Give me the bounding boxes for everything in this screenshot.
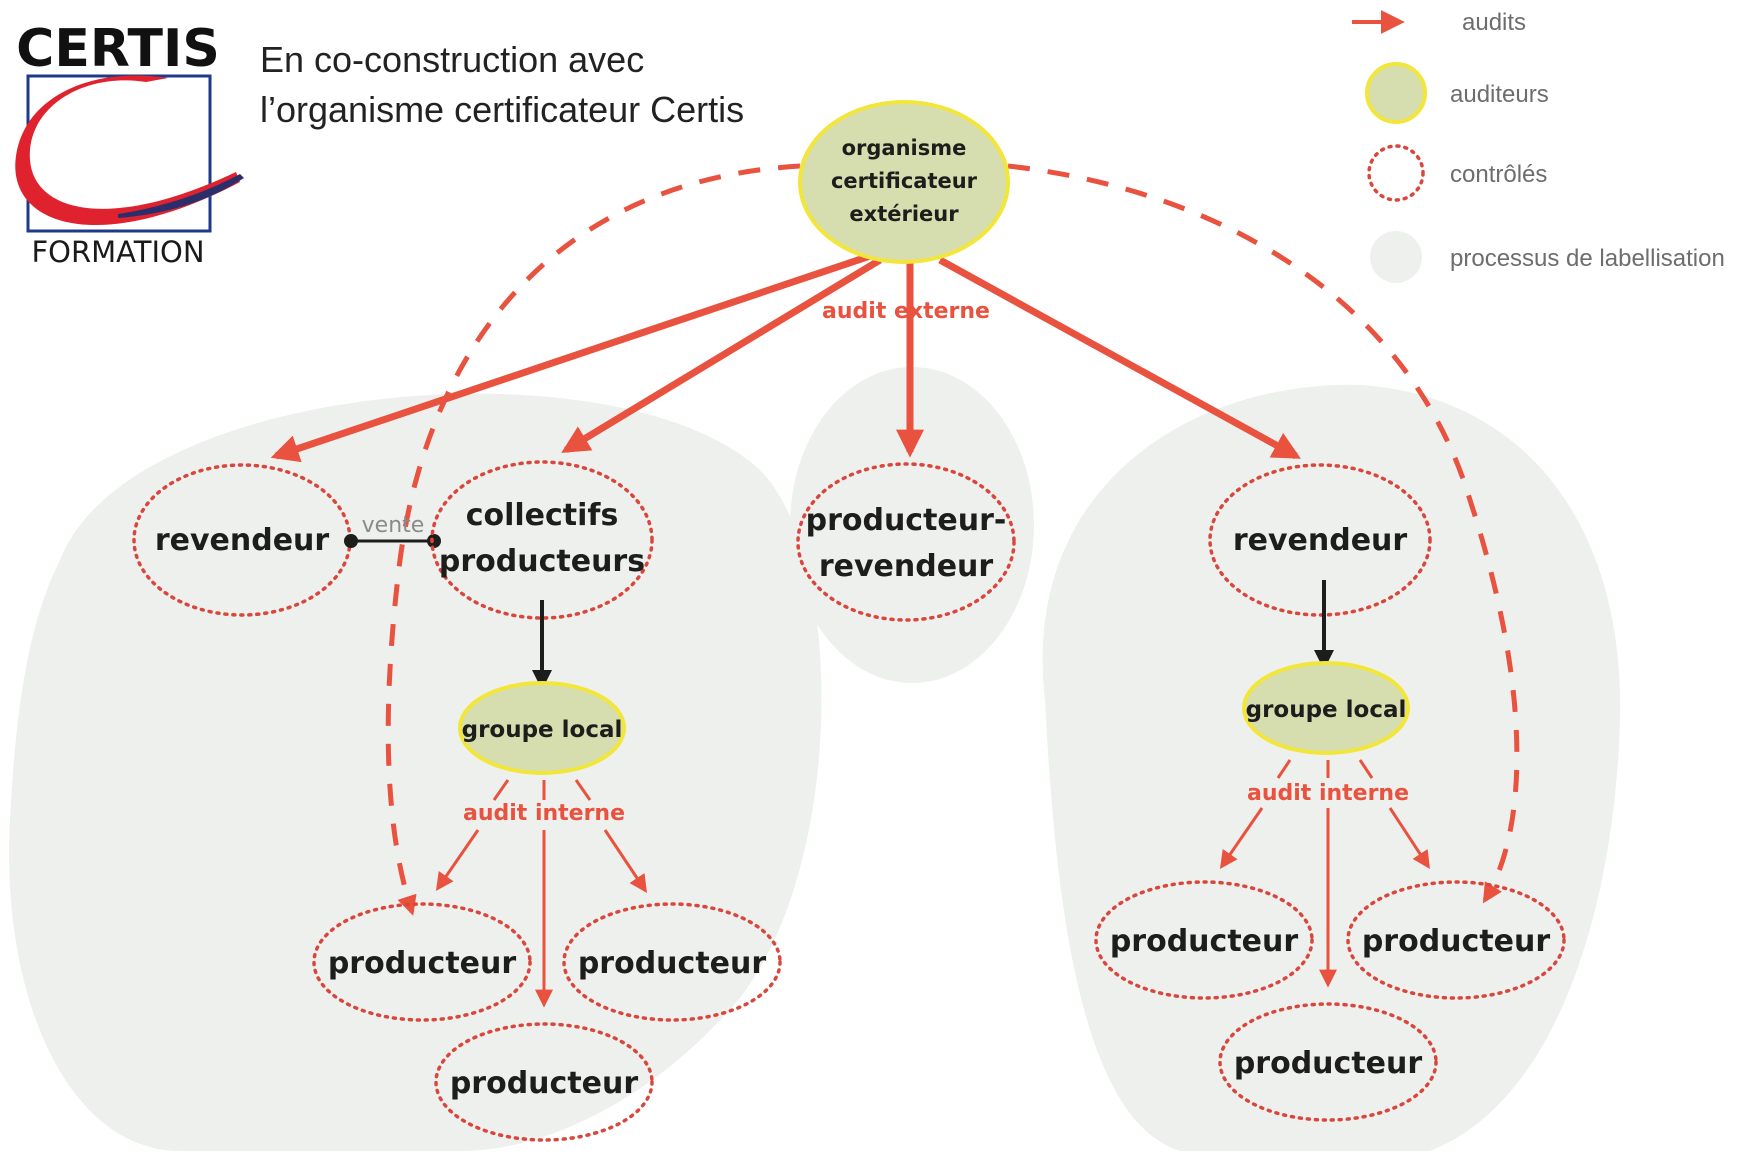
producer-left-3-ellipse xyxy=(434,1022,654,1142)
node-local-group-left: groupe local xyxy=(458,681,626,775)
producer-left-1-label: producteur xyxy=(328,946,517,981)
external-audit-label: audit externe xyxy=(822,299,990,324)
producer-left-1-ellipse xyxy=(312,902,532,1022)
node-producer-right-2: producteur xyxy=(1346,880,1566,1000)
external-audit-arrow-collectives xyxy=(561,257,882,453)
sale-link-dot-right xyxy=(427,534,441,548)
certifier-line-3: extérieur xyxy=(849,202,959,226)
legend-audits-label: audits xyxy=(1462,9,1526,36)
collectives-line-2: producteurs xyxy=(439,544,645,579)
legend-auditors-label: auditeurs xyxy=(1450,81,1549,108)
external-audit-arrow-reseller-right xyxy=(938,256,1301,460)
internal-audit-arrows-left xyxy=(435,779,647,1008)
producer-right-3-ellipse xyxy=(1218,1002,1438,1122)
node-producer-left-1: producteur xyxy=(312,902,532,1022)
legend-controlled-label: contrôlés xyxy=(1450,161,1547,188)
producer-left-3-label: producteur xyxy=(450,1066,639,1101)
internal-audit-label-right: audit interne xyxy=(1247,781,1409,806)
external-audit-arrow-reseller-left xyxy=(270,252,872,463)
producer-right-2-label: producteur xyxy=(1362,924,1551,959)
node-producer-right-1: producteur xyxy=(1094,880,1314,1000)
process-backgrounds xyxy=(9,367,1621,1151)
internal-audit-arrow-right-a xyxy=(1219,807,1264,869)
internal-audit-arrows-right xyxy=(1219,759,1430,988)
controlled-swatch-icon xyxy=(1367,144,1425,202)
dashed-link-right xyxy=(1007,163,1520,904)
reseller-right-ellipse xyxy=(1208,463,1432,617)
producer-right-1-label: producteur xyxy=(1110,924,1299,959)
certifier-line-1: organisme xyxy=(842,136,967,160)
legend-process-label: processus de labellisation xyxy=(1450,245,1725,272)
reseller-left-label: revendeur xyxy=(155,523,330,558)
coconstruction-line-2: l’organisme certificateur Certis xyxy=(260,89,744,130)
node-producer-reseller: producteur- revendeur xyxy=(796,462,1016,622)
legend-audits: audits xyxy=(1352,9,1526,36)
external-audit-arrows xyxy=(270,252,1301,463)
logo-brand: CERTIS xyxy=(16,19,220,79)
dashed-control-links xyxy=(385,163,1520,916)
legend-auditors: auditeurs xyxy=(1365,62,1549,124)
certis-logo: CERTIS FORMATION xyxy=(15,19,244,269)
node-local-group-right: groupe local xyxy=(1242,661,1410,755)
internal-audit-dash-left-3 xyxy=(574,779,592,801)
internal-audit-arrow-left-a xyxy=(435,829,480,891)
sale-link: vente xyxy=(344,513,441,548)
certifier-ellipse xyxy=(798,100,1010,264)
legend-process: processus de labellisation xyxy=(1370,231,1725,283)
process-area-middle xyxy=(790,367,1034,683)
producer-right-3-label: producteur xyxy=(1234,1046,1423,1081)
logo-c-icon xyxy=(15,75,240,225)
local-group-right-ellipse xyxy=(1242,661,1410,755)
auditor-swatch-icon xyxy=(1365,62,1427,124)
process-swatch-icon xyxy=(1370,231,1422,283)
producer-right-2-ellipse xyxy=(1346,880,1566,1000)
coconstruction-note: En co-construction avec l’organisme cert… xyxy=(260,39,744,130)
collectives-ellipse xyxy=(430,460,654,620)
collectives-line-1: collectifs xyxy=(466,498,619,533)
logo-c-shadow xyxy=(118,174,244,218)
coconstruction-line-1: En co-construction avec xyxy=(260,39,644,80)
producer-right-1-ellipse xyxy=(1094,880,1314,1000)
dashed-link-left xyxy=(385,163,801,916)
internal-audit-dash-left-1 xyxy=(492,779,510,801)
internal-audit-label-left: audit interne xyxy=(463,801,625,826)
node-producer-right-3: producteur xyxy=(1218,1002,1438,1122)
logo-sub: FORMATION xyxy=(31,235,204,269)
legend-controlled: contrôlés xyxy=(1367,144,1547,202)
producer-left-2-ellipse xyxy=(562,902,782,1022)
node-collectives: collectifs producteurs xyxy=(430,460,654,620)
internal-audit-dash-right-3 xyxy=(1358,759,1374,779)
internal-audit-dash-right-1 xyxy=(1276,759,1292,779)
internal-audit-arrow-right-c xyxy=(1388,807,1430,870)
node-reseller-right: revendeur xyxy=(1208,463,1432,617)
legend: audits auditeurs contrôlés processus de … xyxy=(1352,9,1725,283)
sale-label: vente xyxy=(362,513,425,538)
producer-reseller-line-2: revendeur xyxy=(819,549,994,584)
internal-audit-arrow-left-c xyxy=(603,829,647,893)
sale-link-dot-left xyxy=(344,534,358,548)
local-group-left-ellipse xyxy=(458,681,626,775)
process-area-left xyxy=(9,393,822,1151)
local-group-right-label: groupe local xyxy=(1246,697,1407,723)
local-group-left-label: groupe local xyxy=(462,717,623,743)
node-certifier: organisme certificateur extérieur xyxy=(798,100,1010,264)
certifier-line-2: certificateur xyxy=(831,169,978,193)
node-producer-left-3: producteur xyxy=(434,1022,654,1142)
reseller-right-label: revendeur xyxy=(1233,523,1408,558)
producer-reseller-ellipse xyxy=(796,462,1016,622)
producer-left-2-label: producteur xyxy=(578,946,767,981)
producer-reseller-line-1: producteur- xyxy=(806,503,1007,538)
node-producer-left-2: producteur xyxy=(562,902,782,1022)
process-area-right xyxy=(1042,384,1621,1151)
